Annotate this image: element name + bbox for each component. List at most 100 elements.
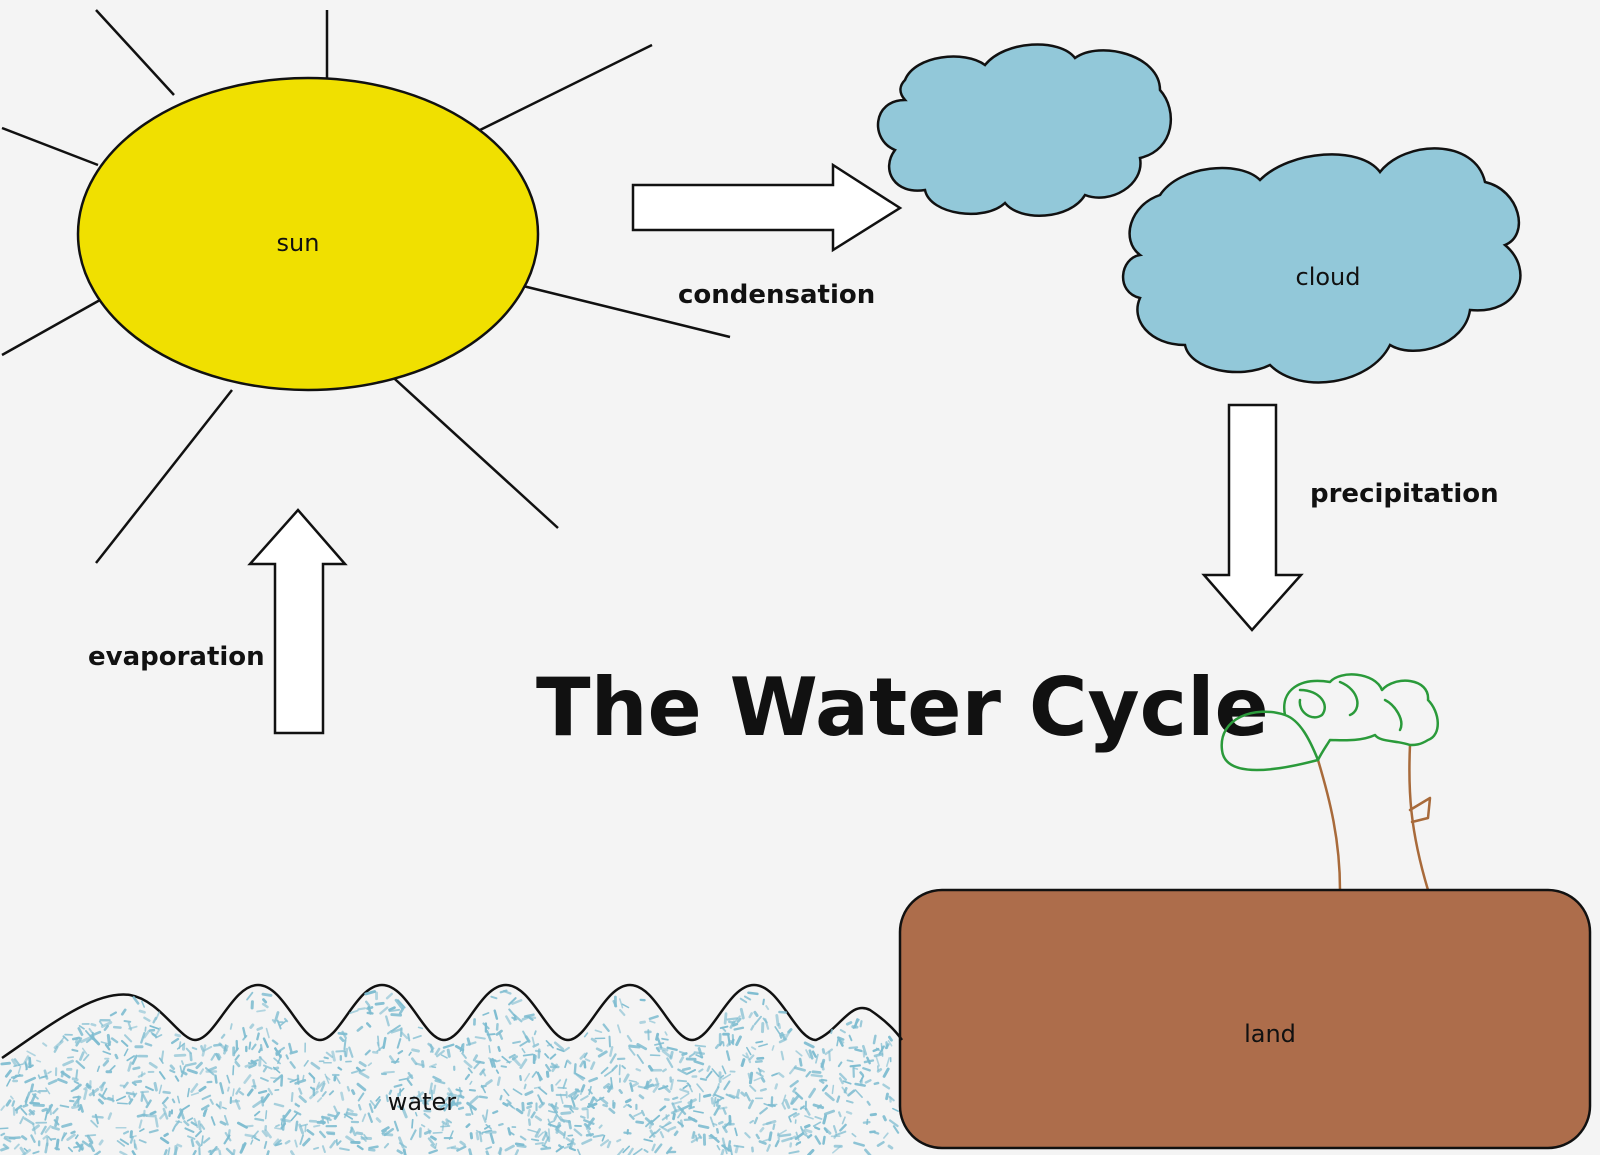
- water-speckle: [728, 1020, 734, 1024]
- water-speckle: [778, 1010, 788, 1014]
- water-speckle: [811, 1050, 817, 1058]
- water-speckle: [887, 1144, 894, 1150]
- water-speckle: [11, 1100, 16, 1107]
- water-speckle: [193, 1117, 199, 1129]
- water-speckle: [23, 1117, 35, 1126]
- water-speckle: [202, 1137, 211, 1144]
- water-speckle: [621, 1003, 630, 1009]
- water-speckle: [346, 1085, 351, 1092]
- water-speckle: [145, 1085, 154, 1092]
- water-speckle: [677, 1121, 684, 1127]
- water-speckle: [606, 1140, 612, 1149]
- water-speckle: [892, 1107, 899, 1112]
- water-speckle: [141, 1000, 145, 1008]
- water-speckle: [357, 1092, 365, 1102]
- water-speckle: [29, 1101, 40, 1105]
- water-speckle: [755, 1133, 760, 1140]
- water-speckle: [780, 1032, 786, 1041]
- water-speckle: [169, 1069, 176, 1074]
- water-speckle: [788, 1116, 792, 1123]
- water-speckle: [251, 1130, 259, 1140]
- water-speckle: [849, 1064, 862, 1068]
- water-speckle: [649, 1129, 656, 1138]
- water-label: water: [388, 1088, 457, 1116]
- water-speckle: [345, 1135, 355, 1143]
- water-speckle: [10, 1095, 14, 1100]
- water-speckle: [320, 1082, 326, 1093]
- water-speckle: [812, 1121, 822, 1127]
- water-speckle: [131, 1054, 138, 1065]
- sun-shape: [76, 76, 540, 392]
- water-speckle: [85, 1035, 95, 1044]
- water-speckle: [253, 1110, 261, 1117]
- water-speckle: [609, 1045, 614, 1057]
- water-speckle: [429, 1063, 437, 1068]
- water-speckle: [183, 1120, 190, 1127]
- water-speckle: [186, 1068, 198, 1075]
- water-speckle: [449, 1101, 462, 1107]
- water-speckle: [569, 1138, 575, 1150]
- water-speckle: [643, 1148, 649, 1153]
- water-speckle: [232, 1149, 236, 1155]
- water-speckle: [273, 1138, 280, 1146]
- water-speckle: [324, 1073, 330, 1084]
- water-speckle: [854, 1048, 863, 1053]
- water-speckle: [350, 1070, 359, 1074]
- water-speckle: [138, 1009, 146, 1014]
- water-speckle: [356, 1025, 364, 1032]
- water-speckle: [774, 1139, 780, 1148]
- water-speckle: [142, 1094, 149, 1105]
- water-speckle: [468, 1148, 473, 1155]
- water-speckle: [521, 1101, 525, 1112]
- water-speckle: [678, 1056, 685, 1064]
- water-speckle: [187, 1135, 196, 1140]
- water-speckle: [553, 1114, 558, 1121]
- water-speckle: [325, 1076, 331, 1081]
- water-speckle: [814, 1116, 823, 1120]
- water-speckle: [190, 1121, 198, 1127]
- water-speckle: [251, 1043, 257, 1051]
- water-speckle: [781, 1137, 793, 1143]
- water-speckle: [627, 1104, 633, 1109]
- water-speckle: [153, 1081, 158, 1092]
- water-speckle: [847, 1089, 856, 1097]
- water-speckle: [619, 998, 624, 1009]
- water-speckle: [569, 1107, 574, 1113]
- water-speckle: [514, 1149, 519, 1155]
- water-speckle: [427, 1137, 436, 1146]
- water-speckle: [83, 1088, 88, 1100]
- water-speckle: [77, 1106, 82, 1111]
- water-speckle: [502, 1102, 509, 1107]
- water-speckle: [748, 1071, 754, 1085]
- water-speckle: [522, 1053, 534, 1057]
- water-speckle: [636, 1054, 644, 1064]
- water-speckle: [54, 1115, 59, 1128]
- water-speckle: [644, 1117, 654, 1126]
- water-speckle: [440, 1125, 451, 1128]
- water-speckle: [77, 1027, 84, 1036]
- water-speckle: [445, 1118, 450, 1126]
- water-speckle: [109, 1065, 116, 1072]
- water-speckle: [579, 1052, 587, 1060]
- water-speckle: [197, 1120, 202, 1131]
- water-speckle: [864, 1079, 872, 1084]
- water-speckle: [398, 1007, 405, 1015]
- water-speckle: [723, 1080, 731, 1091]
- water-speckle: [537, 1131, 545, 1138]
- water-speckle: [553, 1041, 565, 1051]
- water-speckle: [846, 1099, 854, 1104]
- water-speckle: [468, 1088, 476, 1092]
- water-speckle: [691, 1130, 696, 1140]
- water-speckle: [594, 1029, 603, 1033]
- water-speckle: [519, 1135, 527, 1141]
- water-speckle: [775, 1014, 780, 1027]
- water-speckle: [262, 1093, 270, 1104]
- water-speckle: [682, 1084, 688, 1090]
- water-speckle: [502, 989, 512, 995]
- water-speckle: [304, 1124, 307, 1133]
- water-speckle: [306, 1129, 315, 1136]
- water-speckle: [499, 1094, 503, 1101]
- water-speckle: [652, 1082, 660, 1087]
